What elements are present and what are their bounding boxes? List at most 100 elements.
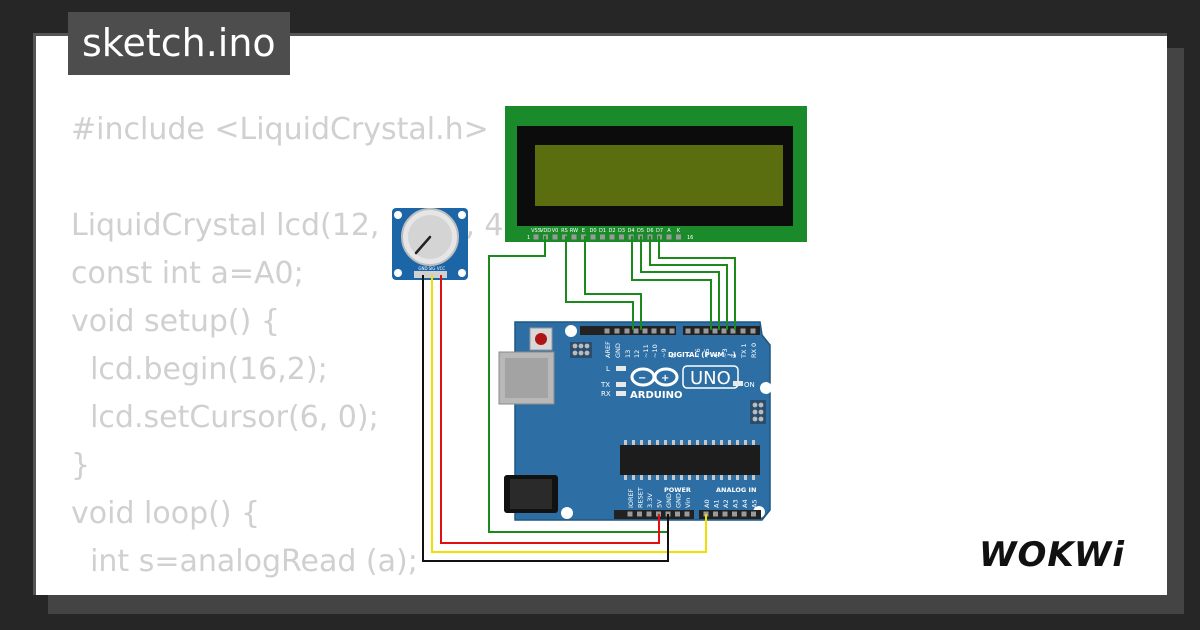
digital-pin-label: 12 xyxy=(633,350,641,358)
power-pin[interactable] xyxy=(627,511,633,517)
lcd-pin[interactable] xyxy=(552,234,558,240)
analog-pin-label: A2 xyxy=(722,499,730,508)
power-pin-label: RESET xyxy=(637,487,645,508)
lcd-pin-label: D2 xyxy=(608,228,615,234)
pot-pin-label: SIG xyxy=(429,266,436,271)
wokwi-logo-text: WOKWi xyxy=(979,535,1125,575)
lcd-pin[interactable] xyxy=(590,234,596,240)
lcd-pin-label: D7 xyxy=(656,228,663,234)
lcd-pin-label: V0 xyxy=(552,228,559,234)
svg-text:+: + xyxy=(661,373,669,384)
code-line: void setup() { xyxy=(71,304,280,339)
wires xyxy=(422,236,736,562)
power-pin-label: 3.3V xyxy=(646,493,654,508)
led-label-tx: TX xyxy=(600,381,610,389)
digital-pin[interactable] xyxy=(703,328,709,334)
digital-pin[interactable] xyxy=(642,328,648,334)
wire-lcd-d5-d4[interactable] xyxy=(640,236,720,330)
arduino-uno-board[interactable]: − + UNO ARDUINO L TX RX ON DIGITAL (PWM … xyxy=(498,321,772,521)
wire-pot-vcc-5v[interactable] xyxy=(440,275,660,544)
lcd-pin-label: D1 xyxy=(599,228,606,234)
wokwi-logo[interactable]: WOKWi xyxy=(975,528,1150,578)
analog-pin-label: A1 xyxy=(713,499,721,508)
lcd-pin[interactable] xyxy=(666,234,672,240)
pot-pin-label: VCC xyxy=(437,266,446,271)
wire-pot-gnd-gnd[interactable] xyxy=(422,275,669,562)
digital-pin-label: 4 xyxy=(712,354,720,358)
lcd-pin[interactable] xyxy=(533,234,539,240)
code-line: lcd.setCursor(6,0); xyxy=(71,586,602,595)
lcd-pin-label: D3 xyxy=(618,228,625,234)
digital-pin-label: 8 xyxy=(669,354,677,358)
file-tab[interactable]: sketch.ino xyxy=(68,12,290,75)
wire-lcd-d7-d2[interactable] xyxy=(658,236,736,330)
power-pin[interactable] xyxy=(637,511,642,517)
wire-lcd-rs-d12[interactable] xyxy=(565,236,634,330)
code-line: int s=analogRead (a); xyxy=(71,544,418,579)
wire-lcd-d4-d5[interactable] xyxy=(631,236,712,330)
digital-pin[interactable] xyxy=(633,328,639,334)
lcd-pin[interactable] xyxy=(609,234,615,240)
lcd-pin[interactable] xyxy=(571,234,577,240)
digital-pin[interactable] xyxy=(694,328,700,334)
led-label-rx: RX xyxy=(601,390,611,398)
analog-pin[interactable] xyxy=(732,511,737,517)
wire-lcd-d6-d3[interactable] xyxy=(649,236,728,330)
lcd-pin[interactable] xyxy=(600,234,605,240)
lcd-pin-first: 1 xyxy=(527,235,530,241)
digital-pin-label: AREF xyxy=(604,341,612,358)
digital-pin-label: ~3 xyxy=(721,348,729,358)
power-pin-label: Vin xyxy=(684,498,692,508)
digital-pin[interactable] xyxy=(712,328,718,334)
power-pin-label: IOREF xyxy=(627,488,635,508)
wire-pot-sig-a0[interactable] xyxy=(431,275,707,553)
digital-pin[interactable] xyxy=(614,328,620,334)
analog-pin[interactable] xyxy=(741,511,747,517)
lcd-pin-label: K xyxy=(677,228,681,234)
digital-pin-label: ~9 xyxy=(660,348,668,358)
lcd-pin[interactable] xyxy=(676,234,681,240)
lcd-pin[interactable] xyxy=(562,234,567,240)
arduino-logo-icon xyxy=(630,367,679,387)
lcd-pin-label: VDD xyxy=(540,228,551,234)
power-pin[interactable] xyxy=(646,511,652,517)
digital-pin-label: TX 1 xyxy=(740,343,748,359)
code-line: } xyxy=(71,448,91,483)
lcd-pin-label: RW xyxy=(570,228,578,234)
digital-pin[interactable] xyxy=(730,328,736,334)
arduino-brand: ARDUINO xyxy=(630,390,682,401)
pot-pin-label: GND xyxy=(418,266,427,271)
digital-pin[interactable] xyxy=(750,328,756,334)
wire-lcd-e-d11[interactable] xyxy=(584,236,642,330)
lcd-pin-label: D0 xyxy=(589,228,596,234)
digital-pin[interactable] xyxy=(685,328,691,334)
lcd-pin[interactable] xyxy=(581,234,586,240)
analog-pin[interactable] xyxy=(722,511,728,517)
digital-pin[interactable] xyxy=(721,328,727,334)
analog-pin[interactable] xyxy=(751,511,756,517)
digital-pin-label: ~10 xyxy=(651,344,659,358)
power-pin[interactable] xyxy=(684,511,690,517)
power-pin[interactable] xyxy=(675,511,680,517)
code-line: void loop() { xyxy=(71,496,261,531)
analog-pin[interactable] xyxy=(713,511,718,517)
digital-pin[interactable] xyxy=(604,328,610,334)
digital-pin-label: RX 0 xyxy=(750,343,758,358)
analog-header xyxy=(699,510,761,519)
digital-pin[interactable] xyxy=(740,328,746,334)
lcd-pin[interactable] xyxy=(619,234,624,240)
arduino-model: UNO xyxy=(690,368,731,389)
digital-pin[interactable] xyxy=(669,328,675,334)
digital-pin[interactable] xyxy=(660,328,666,334)
lcd-screen xyxy=(535,145,783,206)
digital-pin-label: 2 xyxy=(730,354,738,358)
digital-pin[interactable] xyxy=(624,328,630,334)
digital-pin-label: ~5 xyxy=(703,348,711,358)
digital-pin-label: ~6 xyxy=(694,348,702,358)
digital-pin[interactable] xyxy=(651,328,657,334)
